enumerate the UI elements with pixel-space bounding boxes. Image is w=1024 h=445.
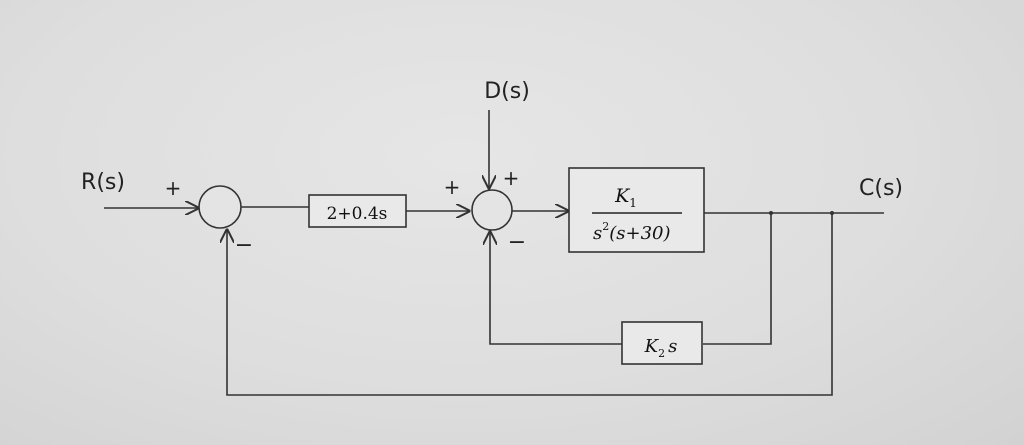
inner-feedback-down	[703, 213, 772, 345]
disturbance-label: D(s)	[484, 79, 530, 104]
sum2-minus-sign: −	[508, 230, 526, 255]
outer-feedback-arrow	[227, 213, 833, 396]
sum1-minus-sign: −	[235, 233, 253, 258]
controller-label: 2+0.4s	[327, 204, 388, 224]
summing-junction-2	[471, 189, 513, 231]
sum1-plus-sign: +	[165, 176, 182, 200]
output-label: C(s)	[859, 176, 903, 201]
summing-junction-1	[198, 185, 242, 229]
plant-numerator: K1	[614, 185, 637, 210]
inner-feedback-return-arrow	[490, 232, 622, 345]
plant-block	[568, 167, 705, 253]
plant-denominator: s2(s+30)	[593, 220, 671, 244]
feedback-block	[621, 321, 703, 365]
input-label: R(s)	[81, 170, 125, 195]
sum2-plus-sign-left: +	[444, 175, 461, 199]
sum2-plus-sign-top: +	[503, 166, 520, 190]
